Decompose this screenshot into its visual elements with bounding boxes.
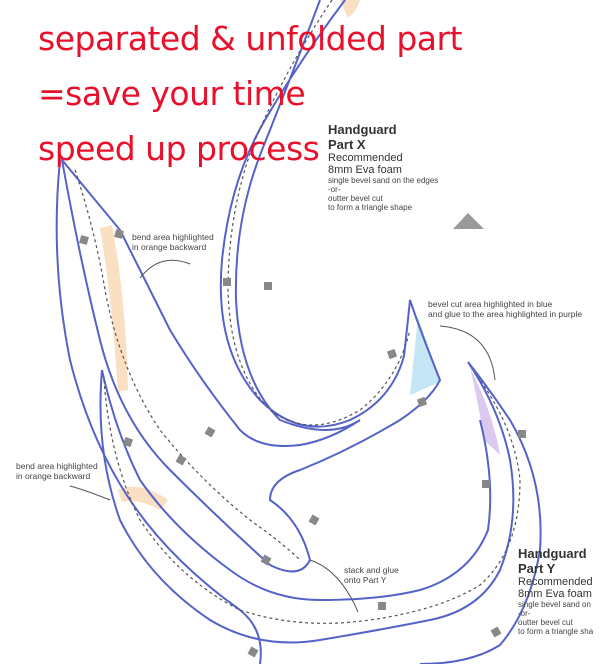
part-y-material: 8mm Eva foam <box>518 588 592 600</box>
annotation-bend-left-line-2: in orange backward <box>16 471 91 481</box>
part-x-material: 8mm Eva foam <box>328 164 402 176</box>
part-y-recommended: Recommended <box>518 576 593 588</box>
seam-line-x-inner <box>74 169 301 561</box>
annotation-stack: stack and glue onto Part Y <box>344 565 399 585</box>
annotation-bend-top-line-1: bend area highlighted <box>132 232 214 242</box>
part-y-outline-left <box>55 159 262 664</box>
annotation-bevel-line-2: and glue to the area highlighted in purp… <box>428 309 583 319</box>
part-y-note-2: -or- <box>518 609 531 618</box>
orange-area-top-tip <box>340 0 360 18</box>
part-y-title: Handguard <box>518 546 587 561</box>
part-x-note-4: to form a triangle shape <box>328 203 413 212</box>
part-x-note-2: -or- <box>328 185 341 194</box>
part-x-recommended: Recommended <box>328 152 403 164</box>
annotation-bend-left-line-1: bend area highlighted <box>16 461 98 471</box>
annotation-bend-top-line-2: in orange backward <box>132 242 207 252</box>
annotation-bend-left: bend area highlighted in orange backward <box>16 461 98 481</box>
purple-glue-area <box>470 368 500 455</box>
annotation-bevel: bevel cut area highlighted in blue and g… <box>428 299 582 319</box>
headline-line-2: =save your time <box>38 74 306 113</box>
part-x-name: Part X <box>328 137 366 152</box>
leader-bevel <box>439 325 496 381</box>
orange-bend-area-left <box>118 486 168 510</box>
part-x-info: Handguard Part X Recommended 8mm Eva foa… <box>328 122 438 212</box>
part-x-outline <box>60 0 442 573</box>
part-y-name: Part Y <box>518 561 556 576</box>
leader-bend-top <box>139 259 191 279</box>
registration-marks <box>79 229 526 658</box>
leader-bend-left <box>69 485 111 501</box>
part-y-note-4: to form a triangle sha <box>518 627 594 636</box>
headline-line-1: separated & unfolded part <box>38 19 463 58</box>
part-x-note-1: single bevel sand on the edges <box>328 176 439 185</box>
annotation-bend-top: bend area highlighted in orange backward <box>132 232 214 252</box>
triangle-icon <box>453 213 484 229</box>
annotation-stack-line-1: stack and glue <box>344 565 399 575</box>
part-y-note-3: outter bevel cut <box>518 618 573 627</box>
part-y-note-1: single bevel sand on <box>518 600 591 609</box>
seam-line-x <box>227 0 411 426</box>
part-x-note-3: outter bevel cut <box>328 194 383 203</box>
part-y-info: Handguard Part Y Recommended 8mm Eva foa… <box>518 546 593 636</box>
orange-bend-area-top <box>100 225 128 392</box>
part-y-outline <box>99 361 542 664</box>
blue-bevel-area <box>410 318 440 395</box>
annotation-bevel-line-1: bevel cut area highlighted in blue <box>428 299 553 309</box>
seam-line-y <box>103 379 521 624</box>
part-x-title: Handguard <box>328 122 397 137</box>
headline-line-3: speed up process <box>38 129 320 168</box>
leader-stack <box>309 559 359 613</box>
annotation-stack-line-2: onto Part Y <box>344 575 387 585</box>
